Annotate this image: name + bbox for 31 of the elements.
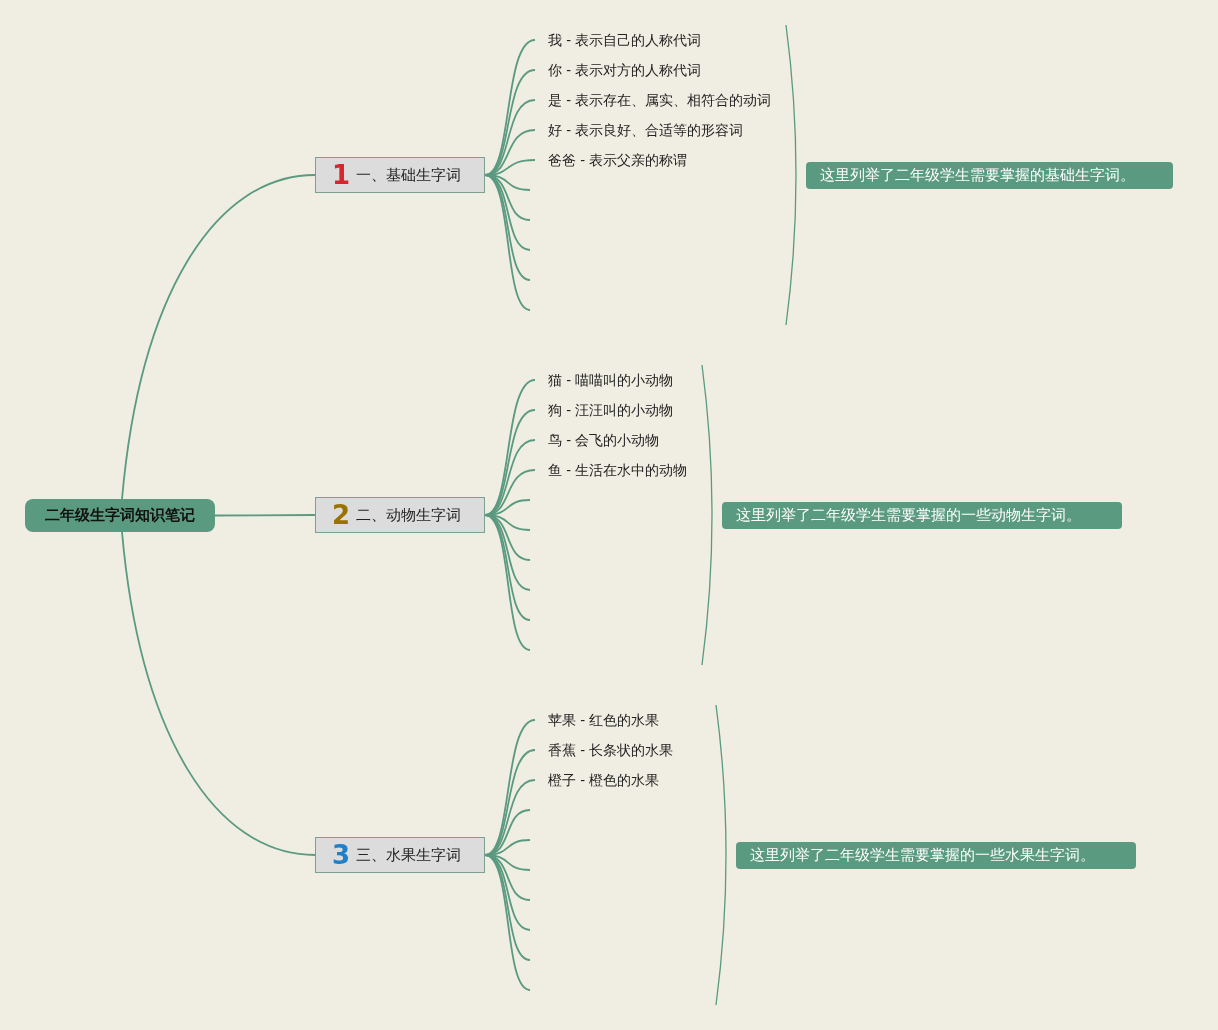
subtopic-label: 苹果 - 红色的水果 xyxy=(535,711,660,729)
subtopic-label: 我 - 表示自己的人称代词 xyxy=(535,31,702,49)
summary-box: 这里列举了二年级学生需要掌握的一些水果生字词。 xyxy=(736,842,1136,869)
number-label: 1 xyxy=(332,162,351,188)
connector-line xyxy=(484,854,531,991)
topic-box xyxy=(315,837,485,873)
summary-box: 这里列举了二年级学生需要掌握的基础生字词。 xyxy=(806,162,1173,189)
subtopic-label: 香蕉 - 长条状的水果 xyxy=(535,741,674,759)
subtopic-label: 猫 - 喵喵叫的小动物 xyxy=(535,371,674,389)
number-label: 2 xyxy=(332,502,351,528)
central-topic: 二年级生字词知识笔记 xyxy=(25,499,215,532)
subtopic-label: 狗 - 汪汪叫的小动物 xyxy=(535,401,674,419)
connector-line xyxy=(121,531,316,856)
connector-line xyxy=(214,514,316,517)
connector-line xyxy=(484,514,531,651)
number-label: 3 xyxy=(332,842,351,868)
topic-label: 三、水果生字词 xyxy=(356,845,462,865)
summary-box: 这里列举了二年级学生需要掌握的一些动物生字词。 xyxy=(722,502,1122,529)
topic-label: 一、基础生字词 xyxy=(356,165,462,185)
subtopic-label: 你 - 表示对方的人称代词 xyxy=(535,61,702,79)
subtopic-label: 是 - 表示存在、属实、相符合的动词 xyxy=(535,91,772,109)
topic-label: 二、动物生字词 xyxy=(356,505,462,525)
subtopic-label: 鸟 - 会飞的小动物 xyxy=(535,431,660,449)
connector-line xyxy=(121,174,316,500)
subtopic-label: 鱼 - 生活在水中的动物 xyxy=(535,461,688,479)
topic-box xyxy=(315,157,485,193)
subtopic-label: 好 - 表示良好、合适等的形容词 xyxy=(535,121,744,139)
subtopic-label: 爸爸 - 表示父亲的称谓 xyxy=(535,151,688,169)
connector-line xyxy=(484,174,531,311)
subtopic-label: 橙子 - 橙色的水果 xyxy=(535,771,660,789)
topic-box xyxy=(315,497,485,533)
